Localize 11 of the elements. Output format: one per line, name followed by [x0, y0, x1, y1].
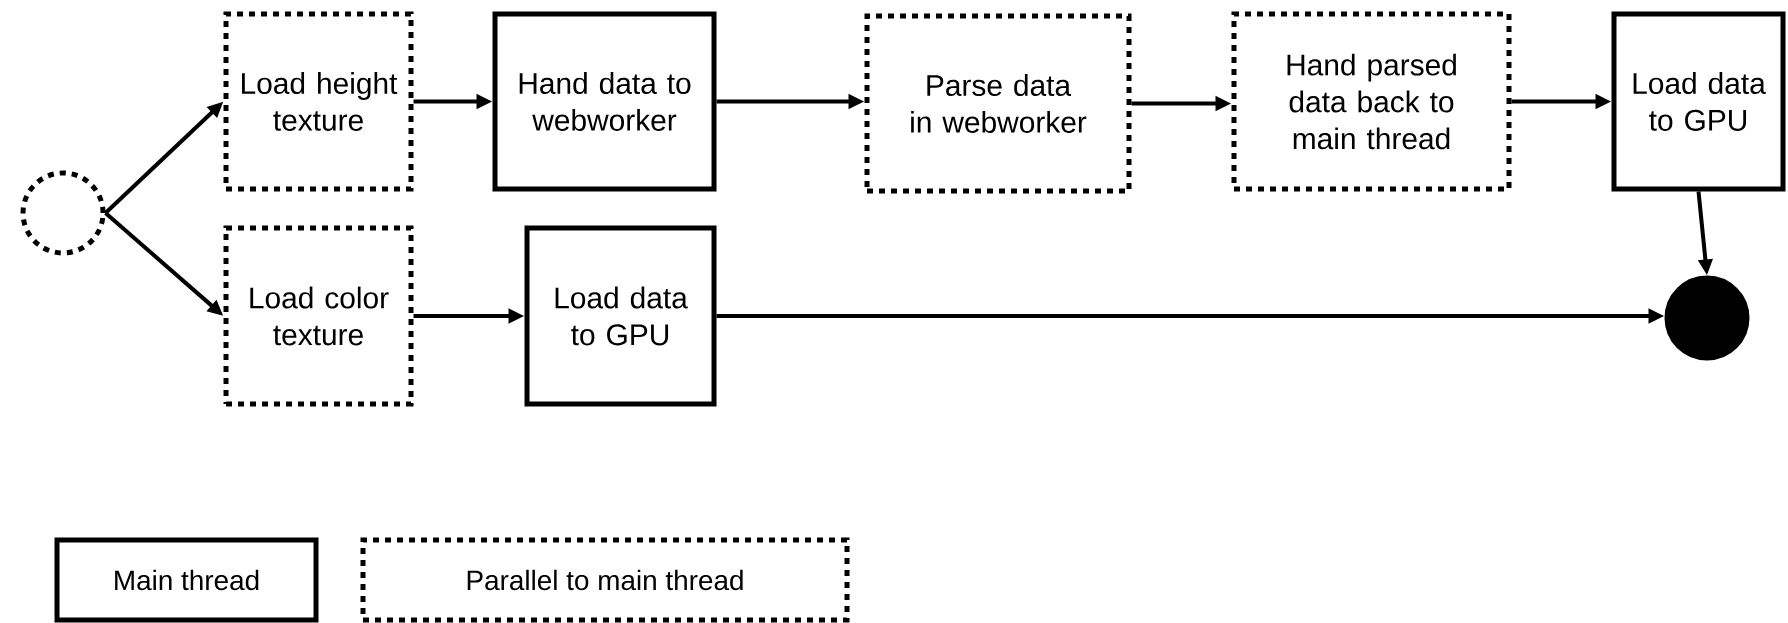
legend-box: Main thread [54, 537, 319, 623]
process-box: Parse data in webworker [864, 13, 1132, 194]
process-box: Load data to GPU [524, 225, 717, 407]
end-circle [1664, 275, 1750, 361]
process-box: Load height texture [223, 11, 414, 192]
legend-box: Parallel to main thread [360, 537, 850, 623]
process-box: Hand parsed data back to main thread [1231, 11, 1512, 192]
start-circle [20, 170, 106, 256]
process-box: Hand data to webworker [492, 11, 717, 192]
process-box: Load data to GPU [1611, 11, 1786, 192]
process-box: Load color texture [223, 225, 414, 407]
